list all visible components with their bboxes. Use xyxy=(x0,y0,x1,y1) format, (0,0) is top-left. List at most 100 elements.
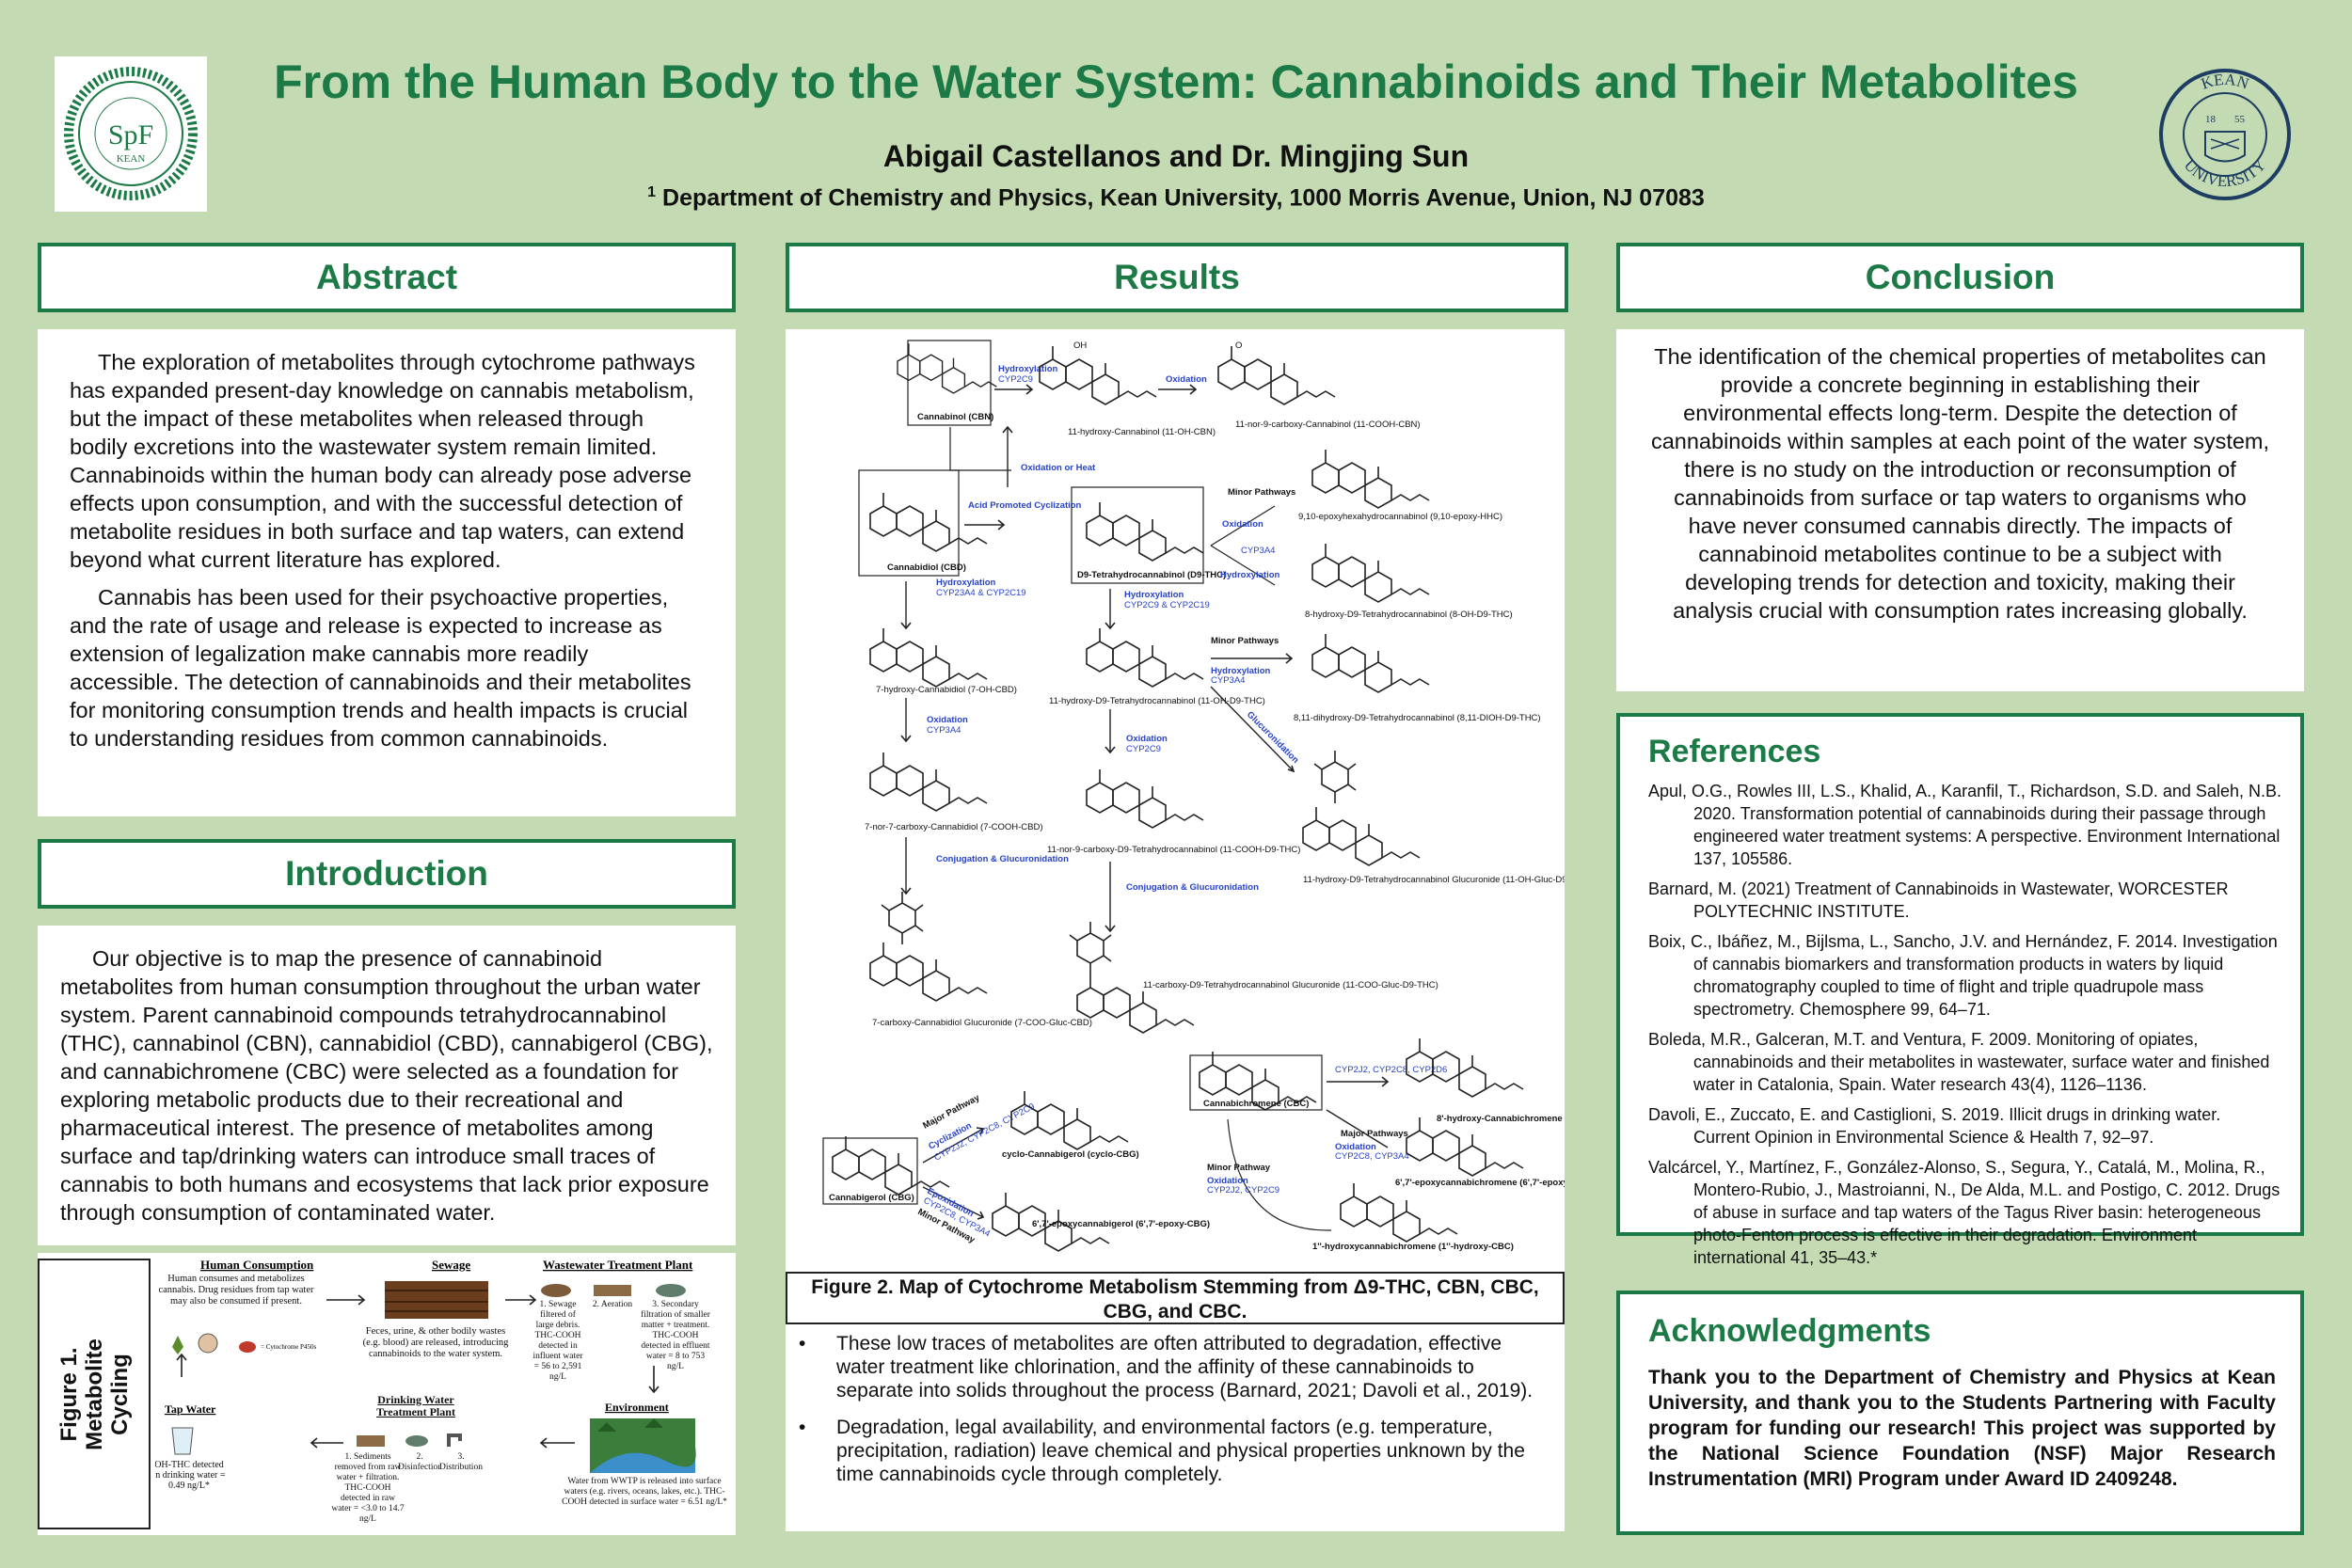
cooh-cbn-structure xyxy=(1217,345,1336,405)
lbl-cyclo-cbg: cyclo-Cannabigerol (cyclo-CBG) xyxy=(1002,1149,1139,1160)
authors: Abigail Castellanos and Dr. Mingjing Sun xyxy=(882,139,1470,173)
faucet-icon xyxy=(447,1433,462,1447)
lbl-cbn: Cannabinol (CBN) xyxy=(917,412,993,422)
lbl-oh8-cbc: 8'-hydroxy-Cannabichromene (8'-OH-CBC) xyxy=(1437,1114,1565,1124)
conclusion-text: The identification of the chemical prope… xyxy=(1650,344,2270,623)
seal-year-left: 18 xyxy=(2205,114,2217,125)
abstract-panel: The exploration of metabolites through c… xyxy=(38,329,736,816)
figure1-label: Figure 1. Metabolite Cycling xyxy=(56,1338,133,1450)
references-heading: References xyxy=(1648,734,1821,769)
introduction-panel: Our objective is to map the presence of … xyxy=(38,926,736,1245)
lbl-ox-cbc2-cyp: CYP2J2, CYP2C9 xyxy=(1207,1185,1279,1196)
lbl-ox-cbc2: Oxidation xyxy=(1207,1176,1248,1186)
acknowledgments-heading: Acknowledgments xyxy=(1648,1313,1931,1349)
lbl-ox-heat: Oxidation or Heat xyxy=(1021,463,1096,473)
results-bullet-1-text: These low traces of metabolites are ofte… xyxy=(836,1333,1534,1402)
lbl-epoxy-hhc: 9,10-epoxyhexahydrocannabinol (9,10-epox… xyxy=(1298,512,1502,522)
lbl-ox-cbd: Oxidation xyxy=(927,715,968,725)
cooh-thc-structure xyxy=(1086,768,1204,829)
gluc-structure-1 xyxy=(1313,750,1357,804)
svg-text:KEAN: KEAN xyxy=(2199,71,2251,93)
lbl-oxidation-2: Oxidation xyxy=(1222,519,1263,530)
landscape-icon xyxy=(590,1418,696,1473)
disinfect-icon xyxy=(405,1435,428,1447)
lbl-thc-gluc: 11-carboxy-D9-Tetrahydrocannabinol Glucu… xyxy=(1143,980,1438,990)
results-bullet-1: •These low traces of metabolites are oft… xyxy=(799,1332,1546,1402)
lbl-minor-2: Minor Pathways xyxy=(1211,636,1279,646)
lbl-hyd-thc: Hydroxylation xyxy=(1124,590,1184,600)
lbl-dioh-thc: 8,11-dihydroxy-D9-Tetrahydrocannabinol (… xyxy=(1294,713,1541,723)
lbl-cooh7-cbd: 7-nor-7-carboxy-Cannabidiol (7-COOH-CBD) xyxy=(865,822,1043,832)
reference-item: Apul, O.G., Rowles III, L.S., Khalid, A.… xyxy=(1648,782,2281,868)
lbl-hydroxylation-2: Hydroxylation xyxy=(1220,570,1280,580)
abstract-p1: The exploration of metabolites through c… xyxy=(70,350,695,572)
reference-item: Boix, C., Ibáñez, M., Bijlsma, L., Sanch… xyxy=(1648,932,2278,1019)
aerator-icon xyxy=(594,1285,631,1296)
oh7-cbd-structure xyxy=(869,627,988,688)
lbl-cooh-cbn: 11-nor-9-carboxy-Cannabinol (11-COOH-CBN… xyxy=(1235,420,1421,430)
lbl-cbc: Cannabichromene (CBC) xyxy=(1203,1099,1309,1109)
lbl-minor-cbc: Minor Pathway xyxy=(1207,1163,1271,1173)
figure1-panel: Figure 1. Metabolite Cycling Human Consu… xyxy=(38,1253,736,1535)
fig1-sewage-title: Sewage xyxy=(432,1258,470,1272)
figure1-diagram: Human Consumption Human consumes and met… xyxy=(155,1258,727,1524)
acknowledgments-text: Thank you to the Department of Chemistry… xyxy=(1648,1367,2276,1490)
results-bullet-2-text: Degradation, legal availability, and env… xyxy=(836,1417,1525,1485)
epoxy-hhc-structure xyxy=(1311,449,1430,509)
thc-structure xyxy=(1086,501,1204,562)
fig1-human-text: Human consumes and metabolizes cannabis.… xyxy=(158,1274,314,1307)
tank-icon xyxy=(541,1284,571,1297)
fig1-dwtp-step3: 3. Distribution xyxy=(439,1452,483,1472)
gluc-structure-3 xyxy=(1069,921,1112,975)
sediment-icon xyxy=(357,1435,385,1447)
cbn-structure xyxy=(897,342,998,394)
poster-title: From the Human Body to the Water System:… xyxy=(274,55,2078,108)
lbl-major: Major Pathways xyxy=(1341,1129,1408,1139)
lbl-ox-thc: Oxidation xyxy=(1126,734,1168,744)
lbl-oxidation-1: Oxidation xyxy=(1166,374,1207,385)
lbl-cooh-thc: 11-nor-9-carboxy-D9-Tetrahydrocannabinol… xyxy=(1047,845,1300,855)
lbl-o-1: O xyxy=(1235,341,1242,351)
conclusion-panel: The identification of the chemical prope… xyxy=(1616,329,2304,691)
hyd1-cbc-structure xyxy=(1340,1182,1458,1243)
results-bullet-2: •Degradation, legal availability, and en… xyxy=(799,1416,1546,1486)
lbl-ox-cbc: Oxidation xyxy=(1335,1142,1376,1152)
references-panel: References Apul, O.G., Rowles III, L.S.,… xyxy=(1616,713,2304,1267)
lbl-cbd-gluc: 7-carboxy-Cannabidiol Glucuronide (7-COO… xyxy=(872,1018,1092,1028)
reference-item: Valcárcel, Y., Martínez, F., González-Al… xyxy=(1648,1158,2280,1267)
fig1-tap-text: OH-THC detected in drinking water = 0.49… xyxy=(155,1460,226,1491)
abstract-p2: Cannabis has been used for their psychoa… xyxy=(70,585,691,751)
reference-item: Barnard, M. (2021) Treatment of Cannabin… xyxy=(1648,879,2229,921)
fig1-dwtp-step2: 2. Disinfection xyxy=(398,1452,441,1472)
affiliation: 1 Department of Chemistry and Physics, K… xyxy=(226,184,2126,212)
lbl-cbg: Cannabigerol (CBG) xyxy=(829,1193,914,1203)
figure2-panel: Cannabinol (CBN) Hydroxylation CYP2C9 O H… xyxy=(786,329,1616,1274)
epoxy-cbc-structure xyxy=(1406,1117,1524,1177)
oh11-thc-structure xyxy=(1086,627,1204,688)
cyclo-cbg-structure xyxy=(1010,1090,1129,1150)
lbl-hyd-cbd: Hydroxylation xyxy=(936,578,996,588)
introduction-p1: Our objective is to map the presence of … xyxy=(60,946,713,1225)
kean-seal: KEAN UNIVERSITY 18 55 xyxy=(2156,66,2294,203)
leaf-icon xyxy=(172,1336,183,1354)
lbl-acid-cycl: Acid Promoted Cyclization xyxy=(968,500,1082,511)
fig1-wwtp-step3: 3. Secondary filtration of smaller matte… xyxy=(641,1300,710,1371)
abstract-heading: Abstract xyxy=(38,243,736,312)
lbl-cyp-thc: CYP2C9 & CYP2C19 xyxy=(1124,600,1210,610)
lbl-cyp-cbd: CYP23A4 & CYP2C19 xyxy=(936,588,1026,598)
lbl-conj-cbd: Conjugation & Glucuronidation xyxy=(936,854,1069,864)
references-list: Apul, O.G., Rowles III, L.S., Khalid, A.… xyxy=(1648,780,2281,1269)
fig1-wwtp-step2: 2. Aeration xyxy=(592,1300,633,1309)
liver-icon xyxy=(239,1341,256,1353)
dioh-thc-structure xyxy=(1311,633,1430,693)
lbl-cyp-ox-thc: CYP2C9 xyxy=(1126,744,1161,754)
lbl-major-cbg: Major Pathway xyxy=(921,1092,982,1131)
seal-top-text: KEAN xyxy=(2199,71,2251,93)
fig1-sewage-text: Feces, urine, & other bodily wastes (e.g… xyxy=(362,1326,509,1359)
pipes-icon xyxy=(385,1281,488,1319)
ohgluc-thc-structure xyxy=(1302,806,1421,866)
acknowledgments-panel: Acknowledgments Thank you to the Departm… xyxy=(1616,1291,2304,1535)
spf-logo: SpF KEAN xyxy=(55,56,207,212)
cooh7-cbd-structure xyxy=(869,752,988,812)
reference-item: Boleda, M.R., Galceran, M.T. and Ventura… xyxy=(1648,1030,2270,1094)
